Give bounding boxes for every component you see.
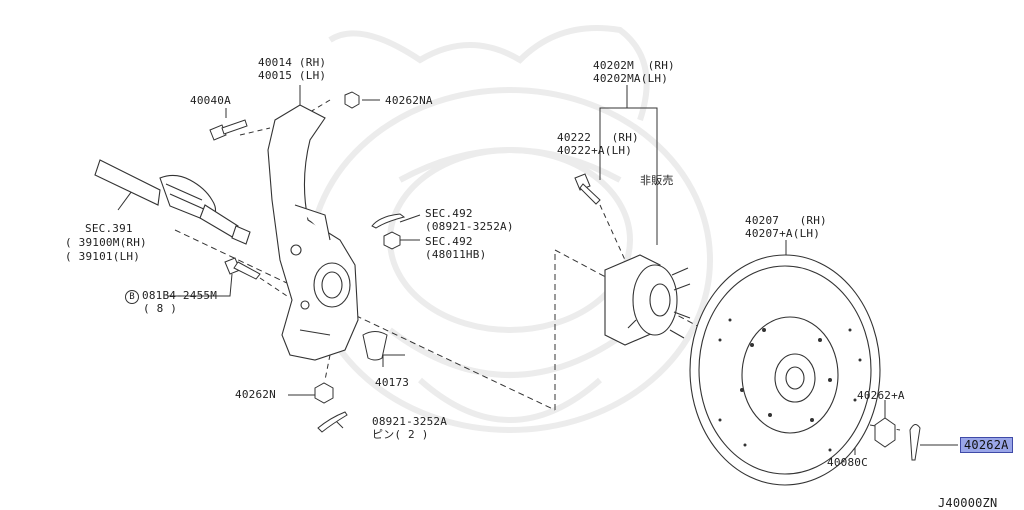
label-hub-rh: 40202M (RH)	[593, 59, 675, 72]
label-sec492-pin: SEC.492	[425, 207, 473, 220]
label-pin-qty: ピン( 2 )	[372, 428, 429, 441]
label-knuckle-rh: 40014 (RH)	[258, 56, 327, 69]
label-bolt-qty: ( 8 )	[143, 302, 178, 315]
label-washer-40080c: 40080C	[827, 456, 868, 469]
label-bushing-40173: 40173	[375, 376, 410, 389]
label-nut-40262n: 40262N	[235, 388, 276, 401]
label-sec391-lh: ( 39101(LH)	[65, 250, 141, 263]
label-pin-code: 08921-3252A	[372, 415, 448, 428]
label-hub-lh: 40202MA(LH)	[593, 72, 669, 85]
steering-knuckle	[267, 104, 359, 361]
bolt-prefix-circle: B	[125, 290, 139, 304]
label-nut-40262na: 40262NA	[385, 94, 433, 107]
label-rotor-lh: 40207+A(LH)	[745, 227, 821, 240]
label-stud-rh: 40222 (RH)	[557, 131, 639, 144]
label-rotor-rh: 40207 (RH)	[745, 214, 827, 227]
label-sec492-pin-part: (08921-3252A)	[425, 220, 514, 233]
label-sec492-nut: SEC.492	[425, 235, 473, 248]
label-nut-40262a-plus: 40262+A	[857, 389, 905, 402]
label-not-sold: 非販売	[640, 174, 674, 187]
label-sec391: SEC.391	[85, 222, 133, 235]
diagram-code: J40000ZN	[938, 496, 998, 510]
brake-rotor	[689, 254, 881, 486]
label-sec492-nut-part: (48011HB)	[425, 248, 487, 261]
label-bolt-code: 081B4-2455M	[142, 289, 218, 302]
drive-shaft	[94, 159, 251, 245]
label-sec391-rh: ( 39100M(RH)	[65, 236, 147, 249]
label-stud-lh: 40222+A(LH)	[557, 144, 633, 157]
label-knuckle-lh: 40015 (LH)	[258, 69, 327, 82]
label-bolt-40040a: 40040A	[190, 94, 231, 107]
highlighted-part-label[interactable]: 40262A	[960, 437, 1013, 453]
wheel-hub	[604, 254, 691, 346]
